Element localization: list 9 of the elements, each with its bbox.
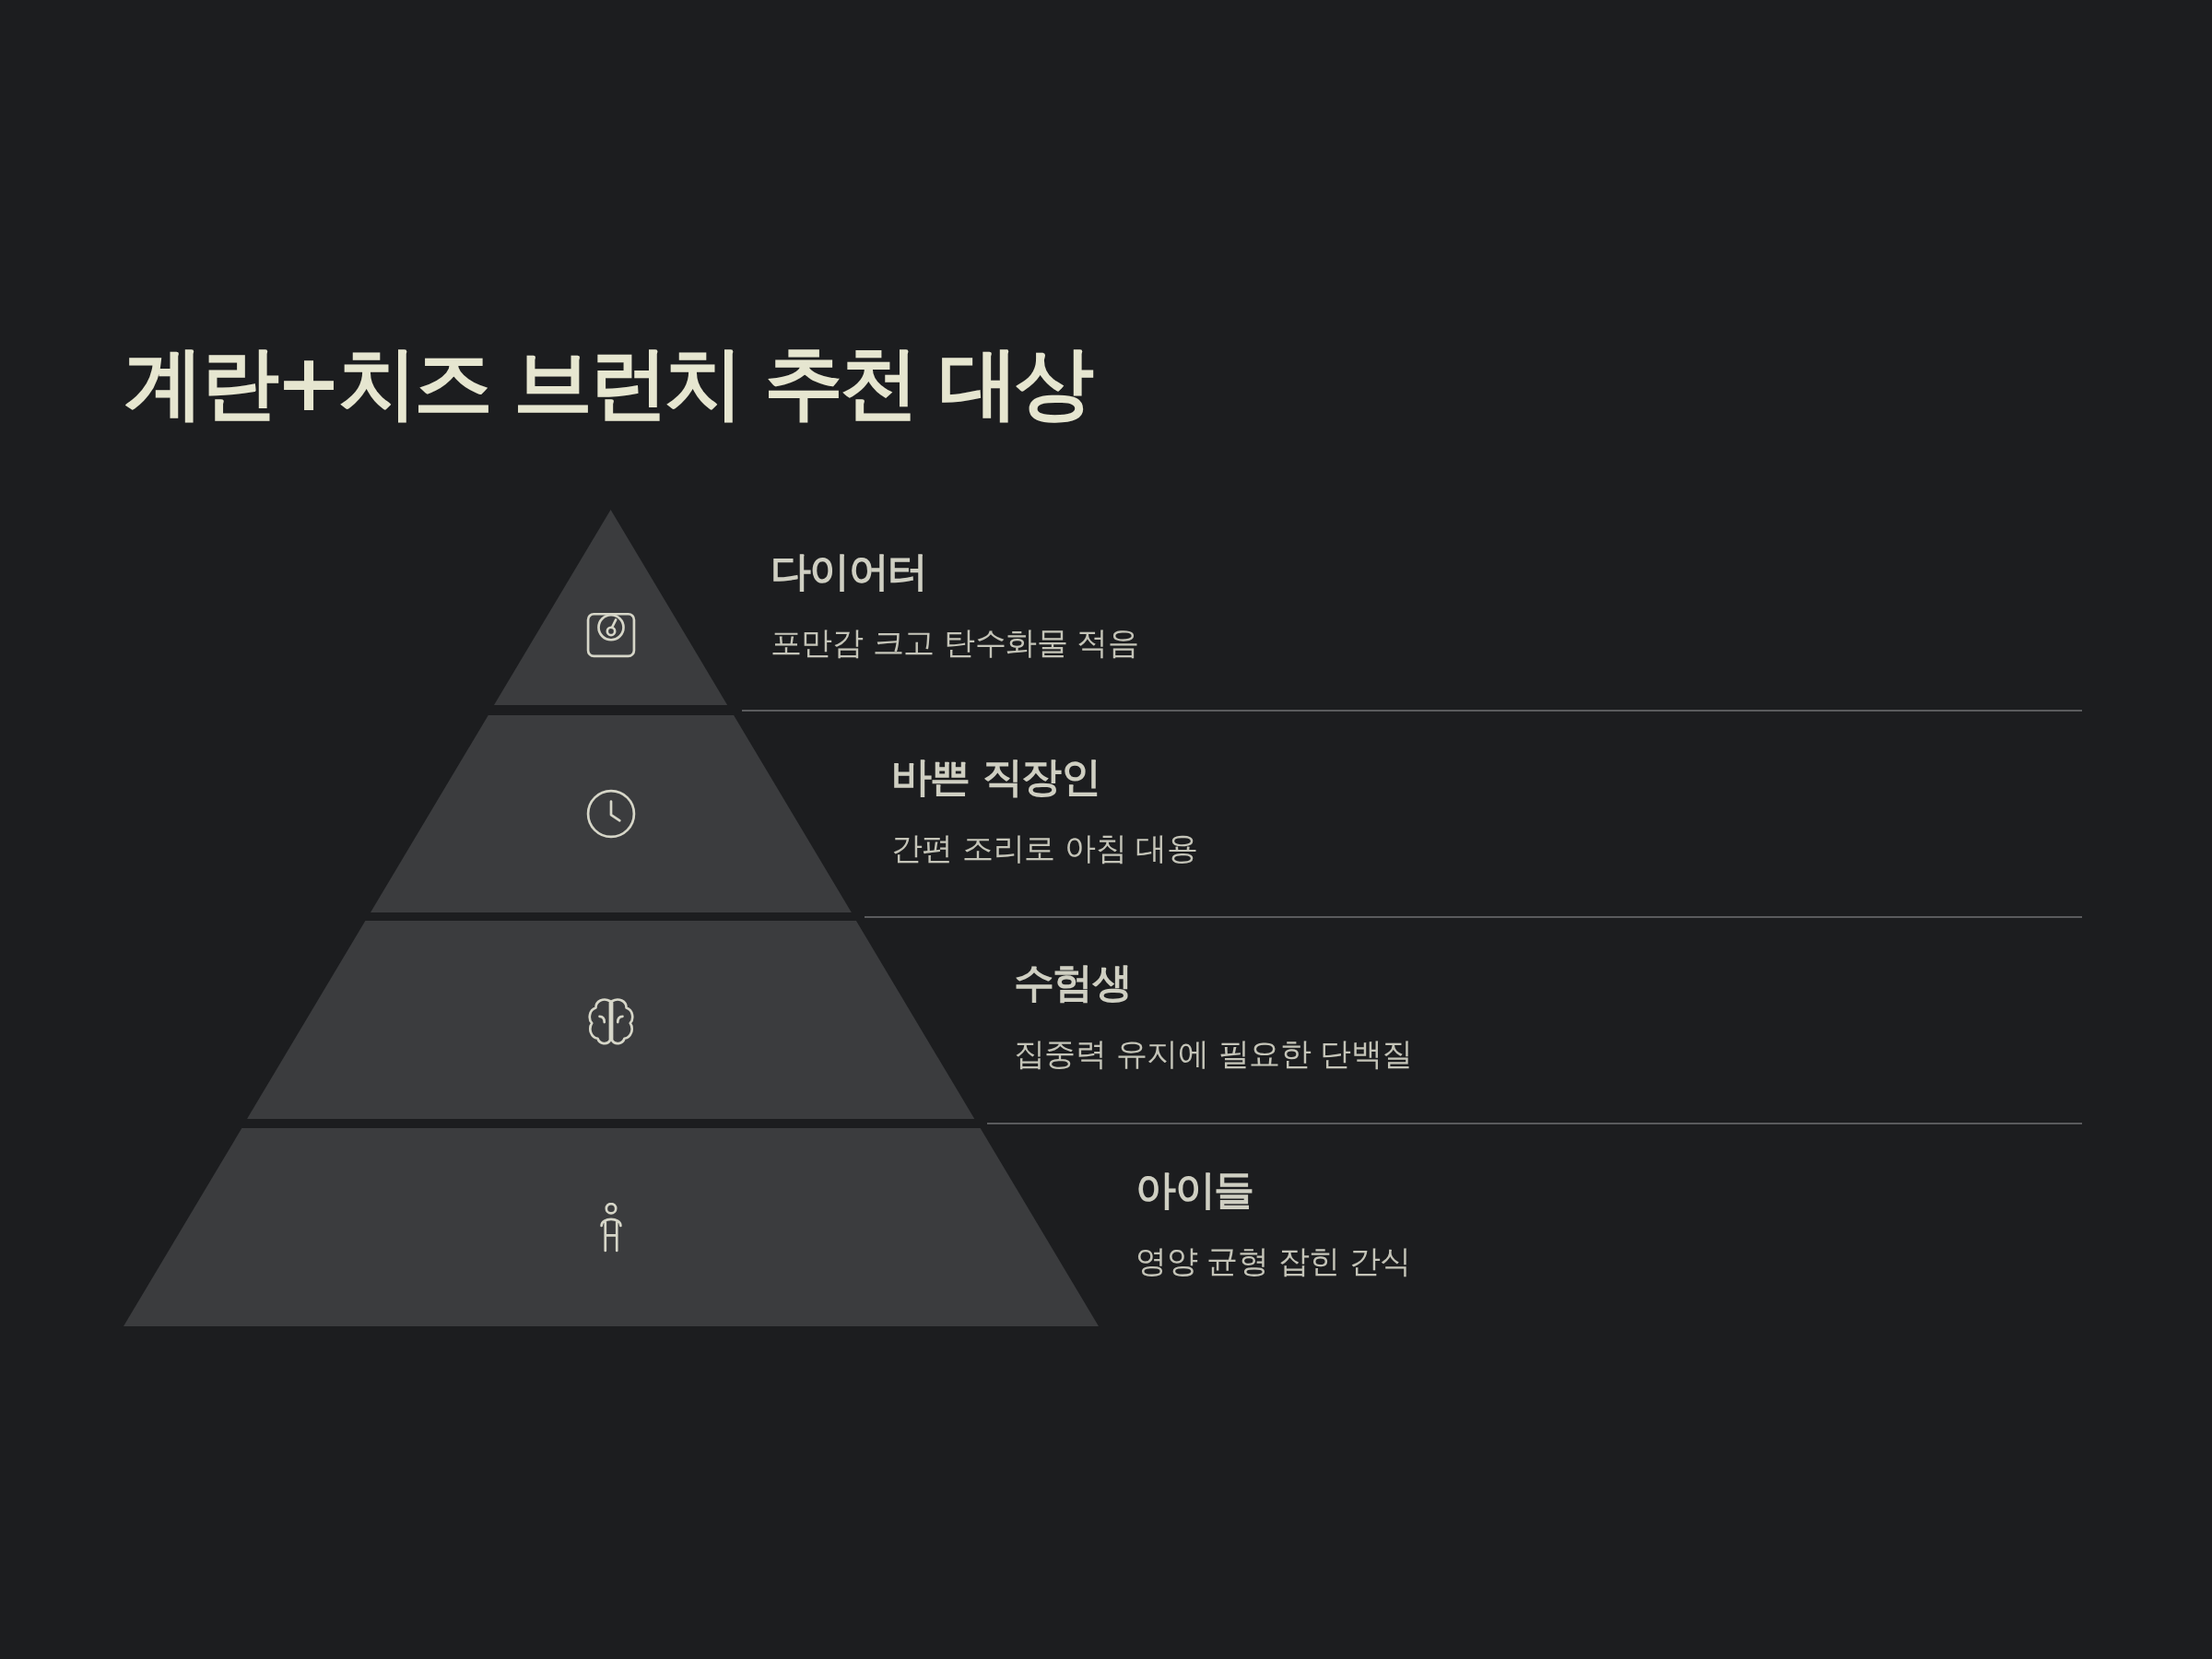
title: 계란+치즈 브런치 추천 대상	[124, 335, 1090, 430]
tier-description: 포만감 크고 탄수화물 적음	[771, 623, 1139, 663]
tier-heading: 수험생	[1014, 958, 1132, 1007]
tier-heading: 바쁜 직장인	[891, 752, 1100, 802]
tier-description: 집중력 유지에 필요한 단백질	[1014, 1034, 1413, 1074]
tier-heading: 아이들	[1135, 1165, 1253, 1215]
tier-heading: 다이어터	[771, 547, 927, 596]
tier-description: 영양 균형 잡힌 간식	[1135, 1241, 1411, 1281]
tier-description: 간편 조리로 아침 대용	[891, 829, 1198, 868]
